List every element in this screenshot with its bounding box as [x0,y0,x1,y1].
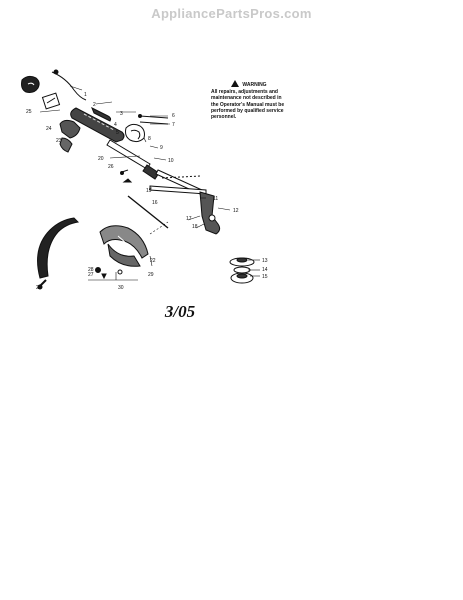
part-number-label: 28 [88,267,94,273]
part-number-label: 10 [168,158,174,164]
guard-assist-part [125,123,145,143]
rod-part [138,114,169,125]
part-number-label: 26 [108,164,114,170]
decal-part [41,92,61,110]
part-number-label: 12 [233,208,239,214]
throttle-cable-part [51,69,87,101]
part-number-label: 18 [192,224,198,230]
part-number-label: 30 [118,285,124,291]
drive-shaft-tube-part [106,139,160,180]
spool-housing-part [233,266,251,274]
part-number-label: 3 [120,111,123,117]
warning-box: WARNING All repairs, adjustments and mai… [211,80,287,120]
trigger-part [91,106,112,122]
warning-heading: WARNING [211,80,287,88]
handle-housing-part [70,107,125,143]
flex-shaft-part [127,195,169,229]
part-number-label: 8 [148,136,151,142]
part-number-label: 19 [146,188,152,194]
watermark: AppliancePartsPros.com [151,6,312,21]
shoulder-strap-part [37,217,80,290]
part-number-label: 11 [213,196,218,202]
bump-knob-part [230,272,254,284]
engine-housing-part [21,75,40,93]
part-number-label: 24 [46,126,52,132]
handle-bracket-part [59,137,73,153]
part-number-label: 9 [160,145,163,151]
part-number-label: 4 [114,122,117,128]
part-number-label: 29 [148,272,154,278]
part-number-label: 21 [36,285,42,291]
part-number-label: 2 [93,102,96,108]
part-number-label: 20 [98,156,104,162]
guard-hardware-part [95,267,123,280]
deflector-shield-part [99,225,149,267]
part-number-label: 15 [262,274,268,280]
part-number-label: 23 [56,138,62,144]
date-code: 3/05 [164,302,196,321]
part-number-labels: 1 2 3 4 5 6 7 8 9 10 11 12 13 14 15 16 1… [26,92,268,291]
part-number-label: 7 [172,122,175,128]
part-number-label: 16 [152,200,158,206]
main-shaft-part [149,185,207,195]
part-number-label: 1 [84,92,87,98]
part-number-label: 5 [116,130,119,136]
part-number-label: 6 [172,113,175,119]
warning-icon [231,80,240,87]
gear-head-part [199,191,221,235]
part-number-label: 17 [186,216,192,222]
warning-text: All repairs, adjustments and maintenance… [211,89,285,121]
screw-part [120,169,133,183]
part-number-label: 13 [262,258,268,264]
part-number-label: 22 [150,258,156,264]
handle-grip-part [59,119,81,139]
warning-heading-text: WARNING [242,82,267,88]
spool-part [229,257,255,267]
part-number-label: 25 [26,109,32,115]
part-number-label: 14 [262,267,268,273]
part-number-label: 27 [88,272,94,278]
